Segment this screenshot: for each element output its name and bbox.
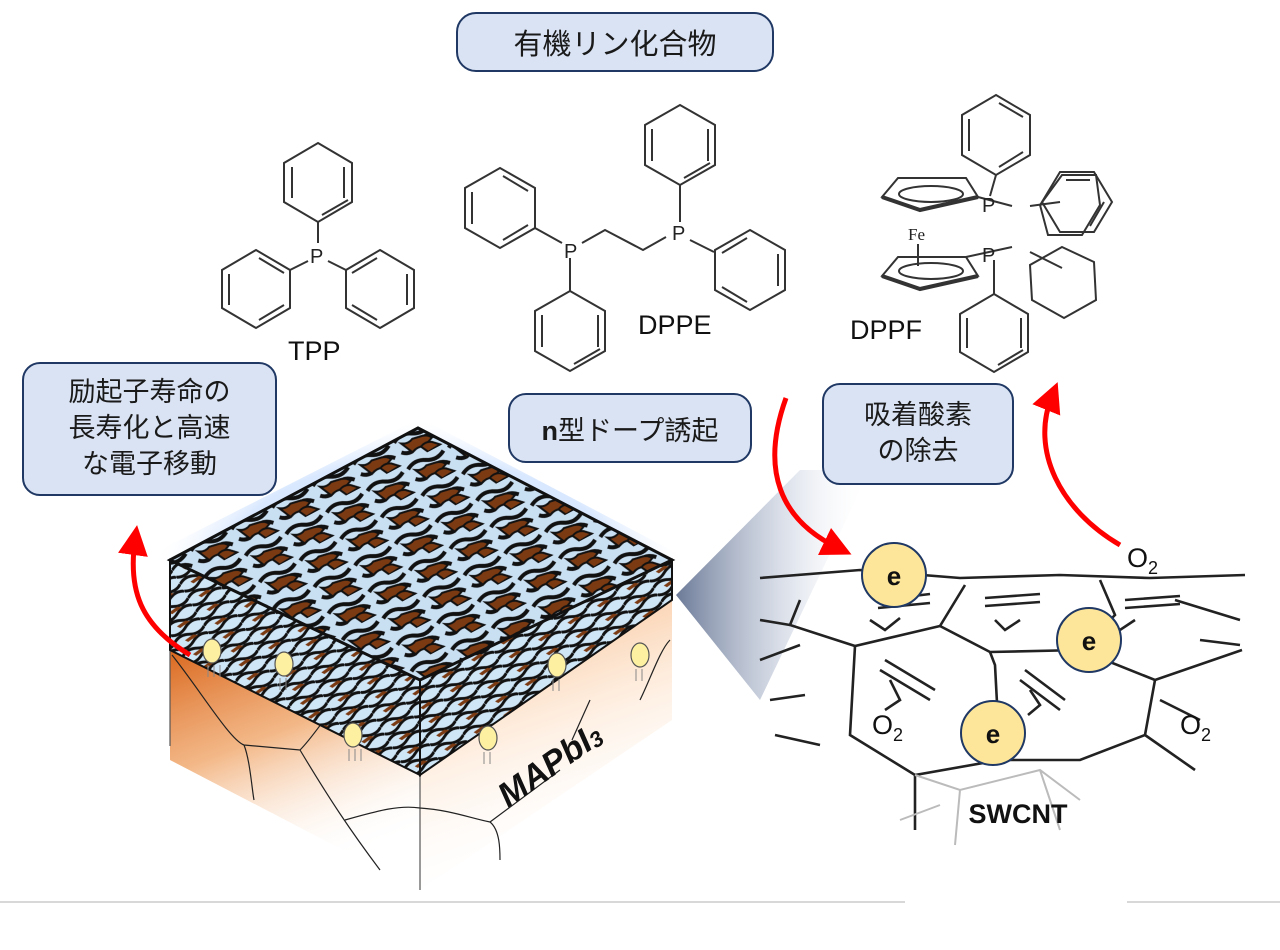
title-box: 有機リン化合物 — [456, 12, 774, 72]
electron-2 — [1056, 607, 1122, 673]
ndoping-text: n型ドープ誘起 — [541, 415, 719, 447]
divider-line — [0, 901, 1280, 903]
oxygen-label-left: O2 — [872, 710, 903, 745]
zoom-cone — [676, 470, 870, 700]
swcnt-electrons — [861, 542, 1122, 766]
electron-3 — [960, 700, 1026, 766]
electron-label-3: e — [986, 719, 1000, 749]
exciton-line-3: な電子移動 — [82, 449, 217, 480]
dppe-structure — [464, 103, 786, 373]
dppf-fe-atom: Fe — [908, 225, 925, 244]
electron-label-1: e — [887, 561, 901, 591]
oxygen-label-right: O2 — [1180, 710, 1211, 745]
electron-1 — [861, 542, 927, 608]
oxygen-removal-callout: 吸着酸素 の除去 — [822, 383, 1014, 485]
film-electrons — [202, 638, 650, 751]
dppf-label: DPPF — [850, 315, 923, 345]
tpp-structure — [221, 141, 415, 330]
dppe-p-atom-2: P — [672, 223, 685, 245]
exciton-line-2: 長寿化と高速 — [68, 413, 231, 444]
title-text: 有機リン化合物 — [513, 27, 717, 61]
tpp-label: TPP — [288, 336, 341, 366]
arrow-ndoping-icon — [772, 397, 852, 555]
swcnt-lattice — [759, 568, 1246, 830]
film-block — [150, 418, 690, 890]
dppf-structure — [880, 93, 1114, 374]
swcnt-back-lattice — [899, 768, 1081, 846]
exciton-line-1: 励起子寿命の — [68, 377, 231, 408]
swcnt-label: SWCNT — [969, 799, 1068, 829]
exciton-callout: 励起子寿命の 長寿化と高速 な電子移動 — [22, 362, 277, 496]
dppf-p-atom-2: P — [982, 245, 995, 267]
divider-gap — [905, 900, 1127, 904]
ndoping-callout: n型ドープ誘起 — [508, 393, 752, 463]
oxygen-line-2: の除去 — [877, 436, 959, 467]
oxygen-label-top: O2 — [1127, 543, 1158, 578]
dppe-p-atom-1: P — [564, 241, 577, 263]
tpp-p-atom: P — [310, 246, 323, 268]
arrow-exciton-icon — [118, 525, 192, 658]
arrow-oxygen-removal-icon — [1032, 382, 1122, 548]
oxygen-line-1: 吸着酸素 — [864, 400, 972, 431]
dppe-label: DPPE — [638, 310, 712, 340]
electron-label-2: e — [1082, 626, 1096, 656]
dppf-p-atom-1: P — [982, 195, 995, 217]
